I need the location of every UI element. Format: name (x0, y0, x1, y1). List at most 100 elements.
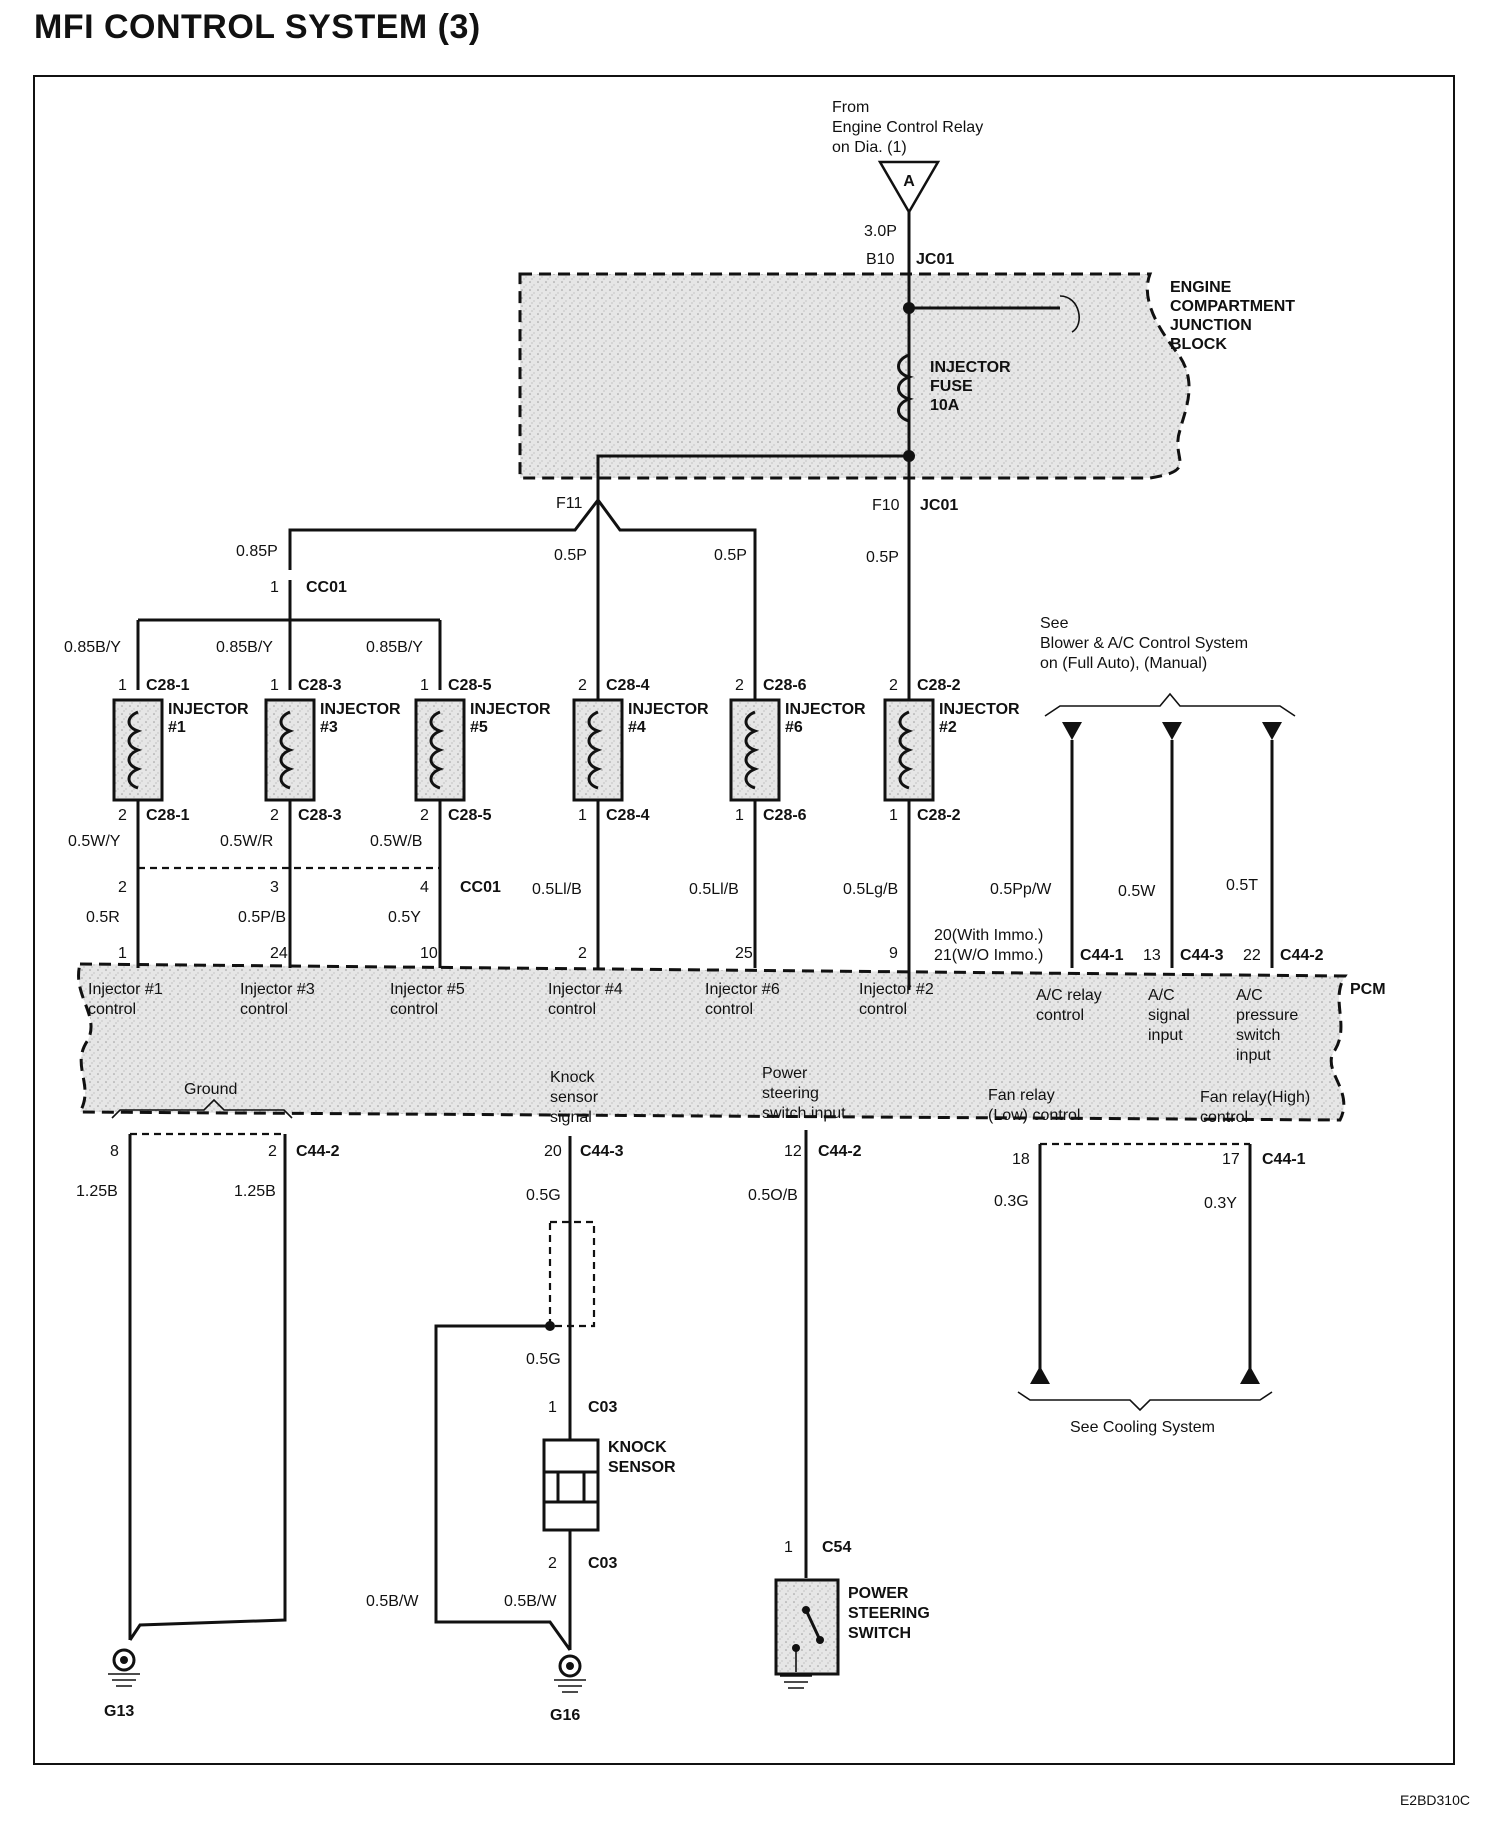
injector-pin-bot-4: 1 (578, 807, 587, 824)
injector-top-wire-3: 0.85B/Y (366, 639, 423, 656)
injector-num-3: #5 (470, 719, 488, 736)
injector-num-2: #3 (320, 719, 338, 736)
injector-coil-icon-5 (744, 710, 760, 790)
ac-signal-label-1: A/C (1148, 987, 1175, 1004)
knock-label-1: Knock (550, 1069, 595, 1086)
fan-pin-17: 17 (1222, 1151, 1240, 1168)
injector-coil-icon-3 (429, 710, 445, 790)
ground-g13-icon (108, 1648, 140, 1687)
injector-pin-top-2: 1 (270, 677, 279, 694)
c03-pin-2: 2 (548, 1555, 557, 1572)
knock-sensor-icon (542, 1438, 600, 1532)
ac-pressure-label-3: switch (1236, 1027, 1280, 1044)
ac-conn-1: C44-1 (1080, 947, 1124, 964)
injector-num-4: #4 (628, 719, 646, 736)
injector-name-3: INJECTOR (470, 701, 551, 718)
page-title: MFI CONTROL SYSTEM (3) (34, 8, 481, 46)
c03-conn-bot: C03 (588, 1555, 617, 1572)
cc01-pin-3: 4 (420, 879, 429, 896)
injector-conn-top-1: C28-1 (146, 677, 190, 694)
knock-conn: C44-3 (580, 1143, 624, 1160)
injector-coil-icon-2 (279, 710, 295, 790)
knock-sensor-2: SENSOR (608, 1459, 676, 1476)
source-connector-a: A (877, 160, 941, 215)
fuse-label-3: 10A (930, 397, 960, 414)
fan-low-label-1: Fan relay (988, 1087, 1055, 1104)
injector-low-wire-2: 0.5P/B (238, 909, 286, 926)
shield-wire-1: 0.5B/W (366, 1593, 419, 1610)
ps-conn: C44-2 (818, 1143, 862, 1160)
pcm-pin-5: 25 (735, 945, 753, 962)
wire-05p-b: 0.5P (714, 547, 747, 564)
injector-conn-bot-5: C28-6 (763, 807, 807, 824)
pcm-pin-6: 9 (889, 945, 898, 962)
c03-conn-top: C03 (588, 1399, 617, 1416)
injector-coil-icon-1 (127, 710, 143, 790)
ac-see-1: See (1040, 615, 1069, 632)
ac-wire-1: 0.5Pp/W (990, 881, 1052, 898)
gnd-wire-1: 1.25B (76, 1183, 118, 1200)
c03-pin-1: 1 (548, 1399, 557, 1416)
g16-label: G16 (550, 1707, 580, 1724)
fan-wire-1: 0.3G (994, 1193, 1029, 1210)
gnd-pin-8: 8 (110, 1143, 119, 1160)
knock-sensor-1: KNOCK (608, 1439, 667, 1456)
pcm-inj-label-a-4: Injector #4 (548, 981, 623, 998)
jb-name-1: ENGINE (1170, 279, 1232, 296)
pcm-inj-label-a-3: Injector #5 (390, 981, 465, 998)
ps-wire: 0.5O/B (748, 1187, 798, 1204)
wire-05p-c: 0.5P (866, 549, 899, 566)
injector-low-wire-6: 0.5Lg/B (843, 881, 898, 898)
cc01-connector: CC01 (306, 579, 347, 596)
source-from-1: From (832, 99, 869, 116)
injector-conn-top-6: C28-2 (917, 677, 961, 694)
injector-conn-top-4: C28-4 (606, 677, 650, 694)
injector-conn-bot-2: C28-3 (298, 807, 342, 824)
ps-switch-3: SWITCH (848, 1625, 911, 1642)
figure-code: E2BD310C (1399, 1792, 1470, 1808)
injector-num-1: #1 (168, 719, 186, 736)
injector-pin-top-3: 1 (420, 677, 429, 694)
pcm-name: PCM (1350, 981, 1386, 998)
injector-coil-icon-4 (587, 710, 603, 790)
knock-label-3: signal (550, 1109, 592, 1126)
injector-conn-top-2: C28-3 (298, 677, 342, 694)
ac-signal-label-2: signal (1148, 1007, 1190, 1024)
injector-coil-icon-6 (898, 710, 914, 790)
injector-bot-wire-2: 0.5W/R (220, 833, 273, 850)
injector-pin-bot-5: 1 (735, 807, 744, 824)
c54-conn: C54 (822, 1539, 851, 1556)
injector-conn-bot-4: C28-4 (606, 807, 650, 824)
knock-wire: 0.5G (526, 1187, 561, 1204)
injector-low-wire-1: 0.5R (86, 909, 120, 926)
pcm-pin-4: 2 (578, 945, 587, 962)
cc01-lower: CC01 (460, 879, 501, 896)
ac-signal-label-3: input (1148, 1027, 1183, 1044)
jb-right-pin: F10 (872, 497, 900, 514)
pcm-pin-1: 1 (118, 945, 127, 962)
ac-pin-13: 13 (1143, 947, 1161, 964)
injector-fuse (897, 353, 914, 423)
fan-wire-2: 0.3Y (1204, 1195, 1237, 1212)
ac-see-2: Blower & A/C Control System (1040, 635, 1248, 652)
fan-pin-18: 18 (1012, 1151, 1030, 1168)
fan-high-label-2: control (1200, 1109, 1248, 1126)
source-from-3: on Dia. (1) (832, 139, 907, 156)
wire-085p: 0.85P (236, 543, 278, 560)
jb-left-pin: F11 (556, 495, 582, 512)
gnd-wire-2: 1.25B (234, 1183, 276, 1200)
ac-pressure-label-2: pressure (1236, 1007, 1298, 1024)
injector-name-2: INJECTOR (320, 701, 401, 718)
cooling-label: See Cooling System (1070, 1419, 1215, 1436)
injector-conn-bot-3: C28-5 (448, 807, 492, 824)
pcm-inj-label-a-1: Injector #1 (88, 981, 163, 998)
ac-pin-immo: 20(With Immo.) (934, 927, 1043, 944)
ps-label-2: steering (762, 1085, 819, 1102)
gnd-pin-2: 2 (268, 1143, 277, 1160)
ac-wires (1062, 722, 1282, 968)
injector-name-4: INJECTOR (628, 701, 709, 718)
fan-high-label-1: Fan relay(High) (1200, 1089, 1310, 1106)
ac-pressure-label-1: A/C (1236, 987, 1263, 1004)
top-wire-pin: B10 (866, 251, 895, 268)
